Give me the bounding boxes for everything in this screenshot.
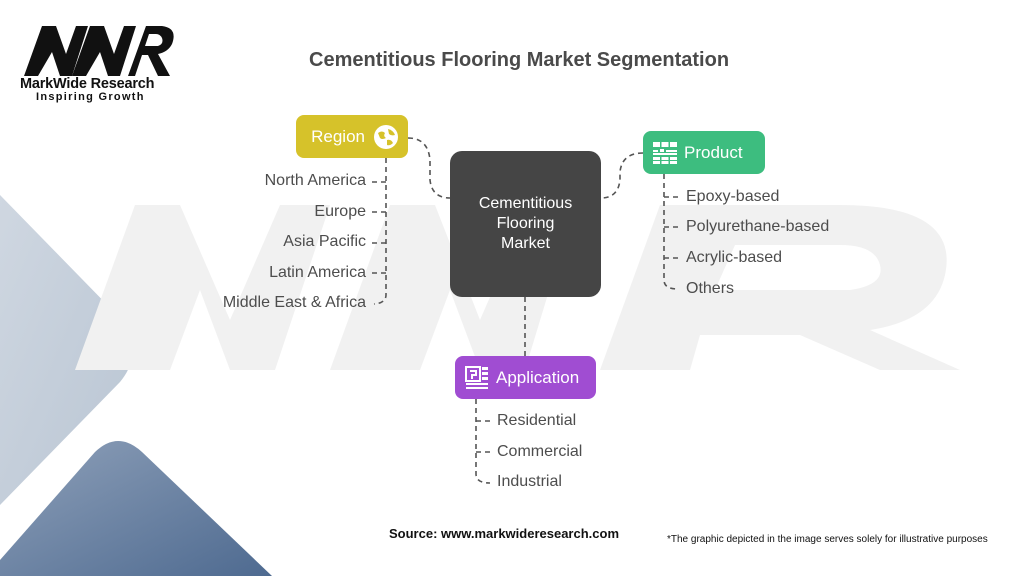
disclaimer-note: *The graphic depicted in the image serve… <box>667 534 988 545</box>
region-item: Europe <box>314 203 366 220</box>
connector-application-trunk <box>475 399 491 484</box>
connector-product-center <box>600 152 644 199</box>
product-item: Polyurethane-based <box>686 218 830 235</box>
connector-region-center <box>407 137 451 199</box>
brand-tagline: Inspiring Growth <box>36 91 145 103</box>
page-title: Cementitious Flooring Market Segmentatio… <box>309 49 730 71</box>
center-node-label: Cementitious Flooring Market <box>478 195 573 252</box>
segment-application-header: Application <box>455 356 596 399</box>
application-item: Residential <box>497 412 577 429</box>
region-item: Latin America <box>269 264 366 281</box>
region-item: Middle East & Africa <box>222 294 366 311</box>
center-node: Cementitious Flooring Market <box>450 151 601 297</box>
product-item: Epoxy-based <box>686 188 780 205</box>
application-item: Commercial <box>497 443 583 460</box>
flooring-tiles-icon <box>653 141 677 164</box>
bg-shape-dark <box>0 441 272 576</box>
connector-product-trunk <box>663 174 679 290</box>
segment-product-header: Product <box>643 131 765 174</box>
bg-shape-light <box>0 195 133 505</box>
application-item: Industrial <box>497 473 562 490</box>
product-item: Acrylic-based <box>686 249 783 266</box>
globe-icon <box>374 124 398 149</box>
brand-name: MarkWide Research <box>20 76 155 92</box>
product-item: Others <box>686 280 735 297</box>
segment-product-label: Product <box>684 142 743 162</box>
brand-logo-mark <box>24 26 174 76</box>
segment-region-header: Region <box>296 115 408 158</box>
region-item: Asia Pacific <box>283 233 366 250</box>
connector-region-trunk <box>373 158 387 305</box>
segment-application-label: Application <box>496 367 580 387</box>
region-item: North America <box>264 172 366 189</box>
segment-region-label: Region <box>311 126 365 146</box>
source-note: Source: www.markwideresearch.com <box>389 526 620 541</box>
building-application-icon <box>465 365 488 389</box>
